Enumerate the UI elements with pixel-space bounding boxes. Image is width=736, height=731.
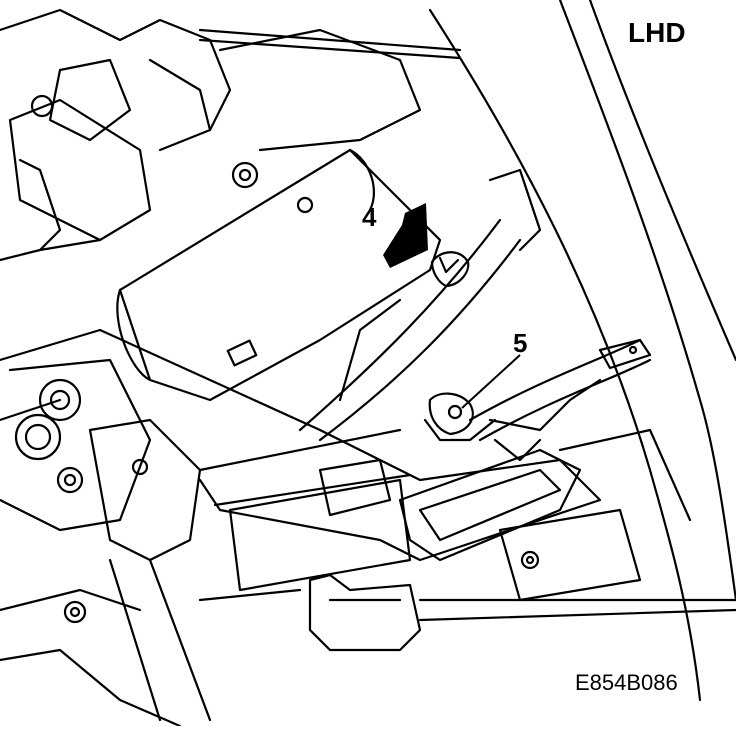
wheel-arch-lines [428, 0, 736, 702]
callout-label-4: 4 [362, 202, 377, 232]
upper-housing [0, 8, 422, 262]
bushing-left [0, 358, 152, 532]
lower-right-block [498, 428, 692, 602]
corner-label-lhd: LHD [628, 17, 686, 48]
clip-5 [423, 392, 497, 442]
callout-arrow-4 [383, 203, 428, 268]
clip-4 [430, 251, 470, 288]
steering-shaft [298, 168, 542, 442]
lower-components [0, 458, 736, 728]
upper-pipe [198, 28, 462, 60]
bracket-lower-right [398, 448, 582, 562]
column-shroud [116, 148, 442, 402]
lower-bracket [88, 418, 212, 722]
figure-code: E854B086 [575, 670, 678, 695]
callout-label-5: 5 [513, 328, 527, 358]
callout-leader-5 [461, 354, 521, 409]
cable-rod [468, 338, 652, 462]
crossmember [0, 328, 602, 562]
